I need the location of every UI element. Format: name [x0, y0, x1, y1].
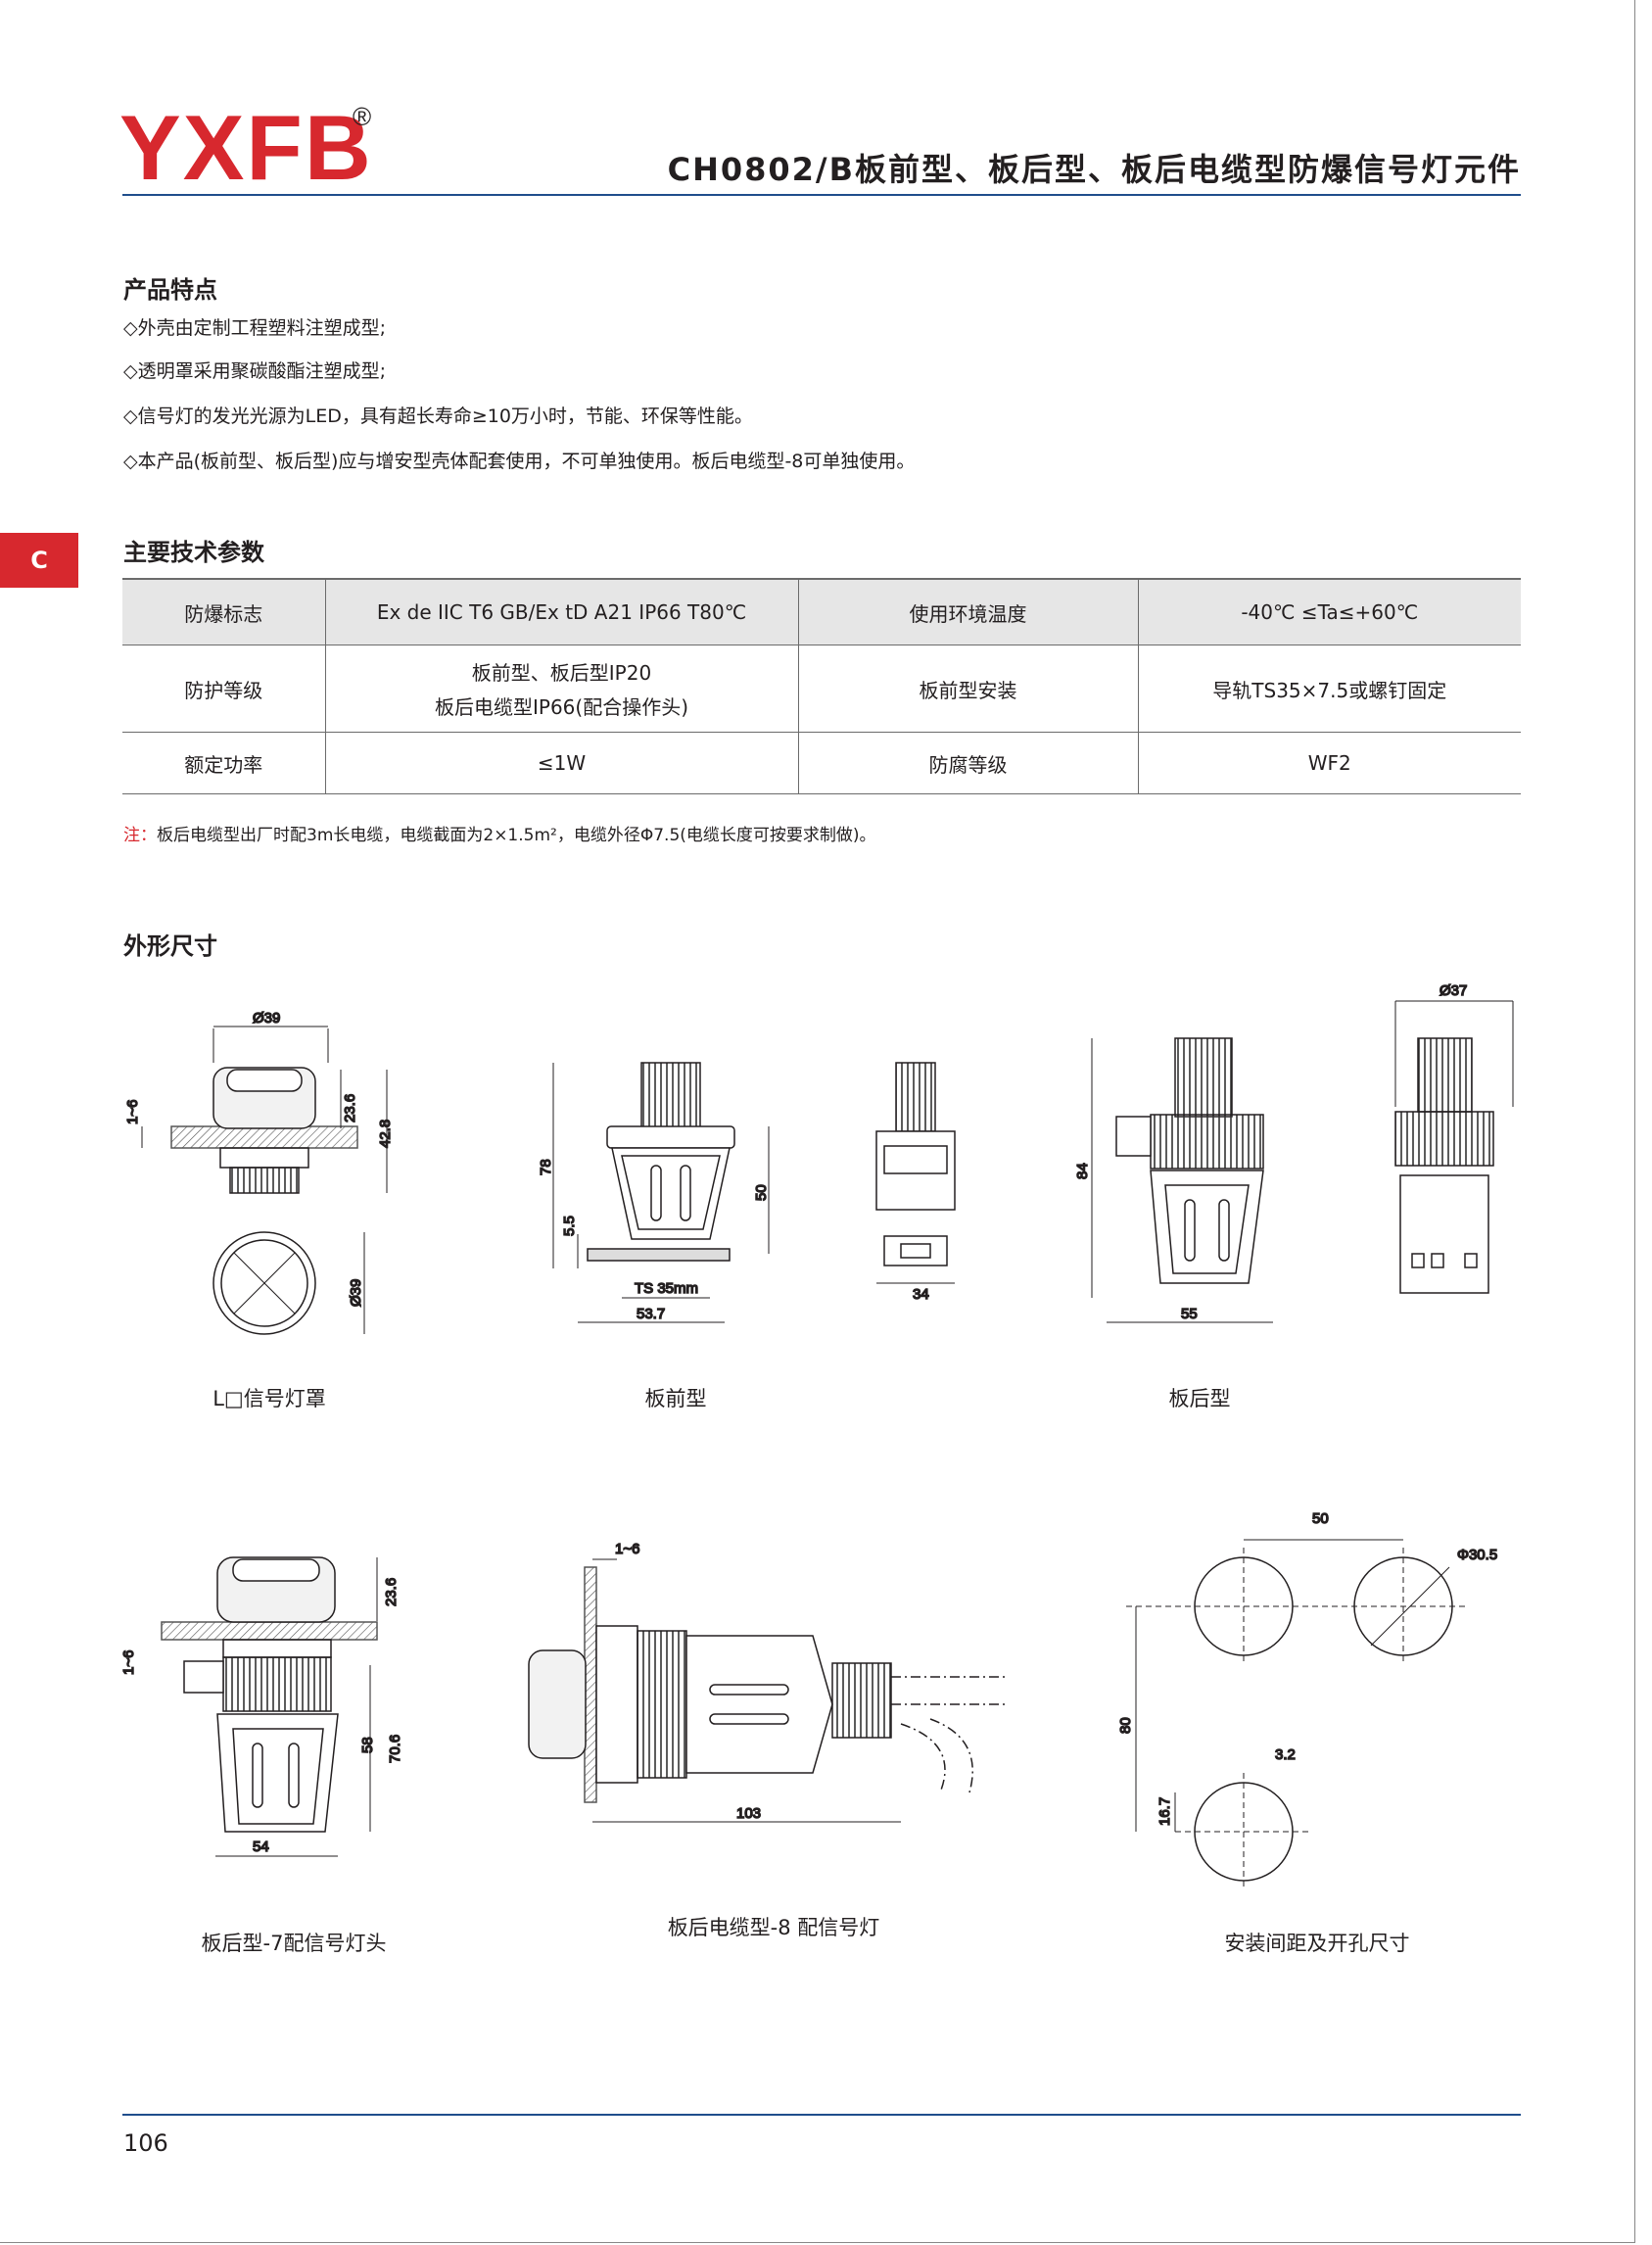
registered-mark: ®	[353, 102, 372, 131]
spec-note: 注：板后电缆型出厂时配3m长电缆，电缆截面为2×1.5m²，电缆外径Φ7.5(电…	[123, 821, 876, 845]
dim-label: 42.8	[377, 1120, 394, 1148]
figure-caption: L□信号灯罩	[212, 1387, 326, 1410]
dim-label: 16.7	[1156, 1797, 1173, 1826]
table-row: 防爆标志 Ex de IIC T6 GB/Ex tD A21 IP66 T80℃…	[122, 578, 1521, 645]
figure-caption: 板前型	[644, 1387, 707, 1410]
spec-label: 防护等级	[122, 645, 326, 733]
dim-label: 80	[1117, 1717, 1134, 1734]
dim-label: 70.6	[387, 1735, 403, 1763]
document-title: CH0802/B板前型、板后型、板后电缆型防爆信号灯元件	[667, 151, 1521, 188]
dim-label: 55	[1181, 1306, 1198, 1322]
figure-caption: 安装间距及开孔尺寸	[1224, 1932, 1410, 1955]
spec-table: 防爆标志 Ex de IIC T6 GB/Ex tD A21 IP66 T80℃…	[122, 578, 1521, 794]
spec-value: ≤1W	[325, 732, 799, 794]
dim-label: 1~6	[615, 1541, 639, 1557]
note-text: 板后电缆型出厂时配3m长电缆，电缆截面为2×1.5m²，电缆外径Φ7.5(电缆长…	[157, 826, 876, 845]
spec-label: 防腐等级	[798, 732, 1139, 794]
dim-label: 103	[736, 1805, 761, 1822]
front-mount-side-drawing	[875, 1062, 956, 1284]
dim-label: 34	[913, 1286, 929, 1303]
spec-value-line: 板后电缆型IP66(配合操作头)	[434, 695, 688, 719]
table-row: 额定功率 ≤1W 防腐等级 WF2	[122, 732, 1521, 794]
dim-label: 78	[538, 1159, 554, 1175]
figure-caption: 板后电缆型-8 配信号灯	[667, 1916, 880, 1939]
figure-caption: 板后型	[1168, 1387, 1231, 1410]
dim-label: 58	[359, 1737, 376, 1753]
dim-label: 1~6	[120, 1650, 137, 1675]
spec-value: 板前型、板后型IP20 板后电缆型IP66(配合操作头)	[325, 645, 799, 733]
dim-label: 84	[1074, 1163, 1091, 1179]
dim-label: 5.5	[561, 1216, 578, 1236]
header-rule	[122, 194, 1521, 196]
dim-label: Ø37	[1440, 982, 1467, 999]
lamp-cover-drawing	[141, 1026, 388, 1335]
rear-cable-drawing	[528, 1558, 1009, 1823]
dim-label: 23.6	[342, 1094, 358, 1122]
spec-label: 板前型安装	[798, 645, 1139, 733]
spec-value: -40℃ ≤Ta≤+60℃	[1138, 578, 1521, 645]
rear-mount-drawing	[1091, 1000, 1514, 1323]
section-tab: C	[0, 533, 78, 588]
dim-label: 53.7	[637, 1306, 665, 1322]
dim-label: 50	[1312, 1510, 1329, 1527]
spec-value: 导轨TS35×7.5或螺钉固定	[1212, 678, 1447, 702]
dim-label: 50	[753, 1184, 770, 1201]
page-number: 106	[123, 2129, 168, 2157]
spec-label: 防爆标志	[122, 578, 326, 645]
spec-value-line: 板前型、板后型IP20	[471, 661, 652, 685]
specs-heading: 主要技术参数	[123, 539, 264, 566]
dim-label: 3.2	[1275, 1746, 1296, 1763]
front-mount-drawing	[552, 1062, 770, 1323]
dim-label: 1~6	[124, 1100, 141, 1124]
spec-value: Ex de IIC T6 GB/Ex tD A21 IP66 T80℃	[325, 578, 799, 645]
dim-label: Ø39	[348, 1279, 364, 1307]
note-label: 注：	[123, 826, 157, 845]
dimensions-heading: 外形尺寸	[123, 932, 217, 960]
dim-label: 23.6	[383, 1578, 400, 1606]
spec-label: 使用环境温度	[798, 578, 1139, 645]
features-heading: 产品特点	[123, 276, 217, 304]
figure-caption: 板后型-7配信号灯头	[201, 1932, 387, 1955]
feature-item: ◇本产品(板前型、板后型)应与增安型壳体配套使用，不可单独使用。板后电缆型-8可…	[123, 451, 916, 472]
spec-value: WF2	[1307, 751, 1351, 775]
feature-item: ◇信号灯的发光光源为LED，具有超长寿命≥10万小时，节能、环保等性能。	[123, 406, 753, 427]
footer-rule	[122, 2114, 1521, 2116]
brand-logo: YXFB	[119, 96, 373, 199]
spec-label: 额定功率	[122, 732, 326, 794]
dim-label: Φ30.5	[1457, 1547, 1497, 1563]
table-row: 防护等级 板前型、板后型IP20 板后电缆型IP66(配合操作头) 板前型安装 …	[122, 645, 1521, 733]
feature-item: ◇外壳由定制工程塑料注塑成型;	[123, 317, 387, 339]
hole-spacing-drawing	[1126, 1539, 1469, 1890]
dim-label: 54	[253, 1839, 269, 1855]
dim-label: TS 35mm	[635, 1280, 698, 1297]
rear-mount-7-drawing	[161, 1556, 378, 1857]
feature-item: ◇透明罩采用聚碳酸酯注塑成型;	[123, 360, 387, 382]
dim-label: Ø39	[253, 1010, 280, 1027]
